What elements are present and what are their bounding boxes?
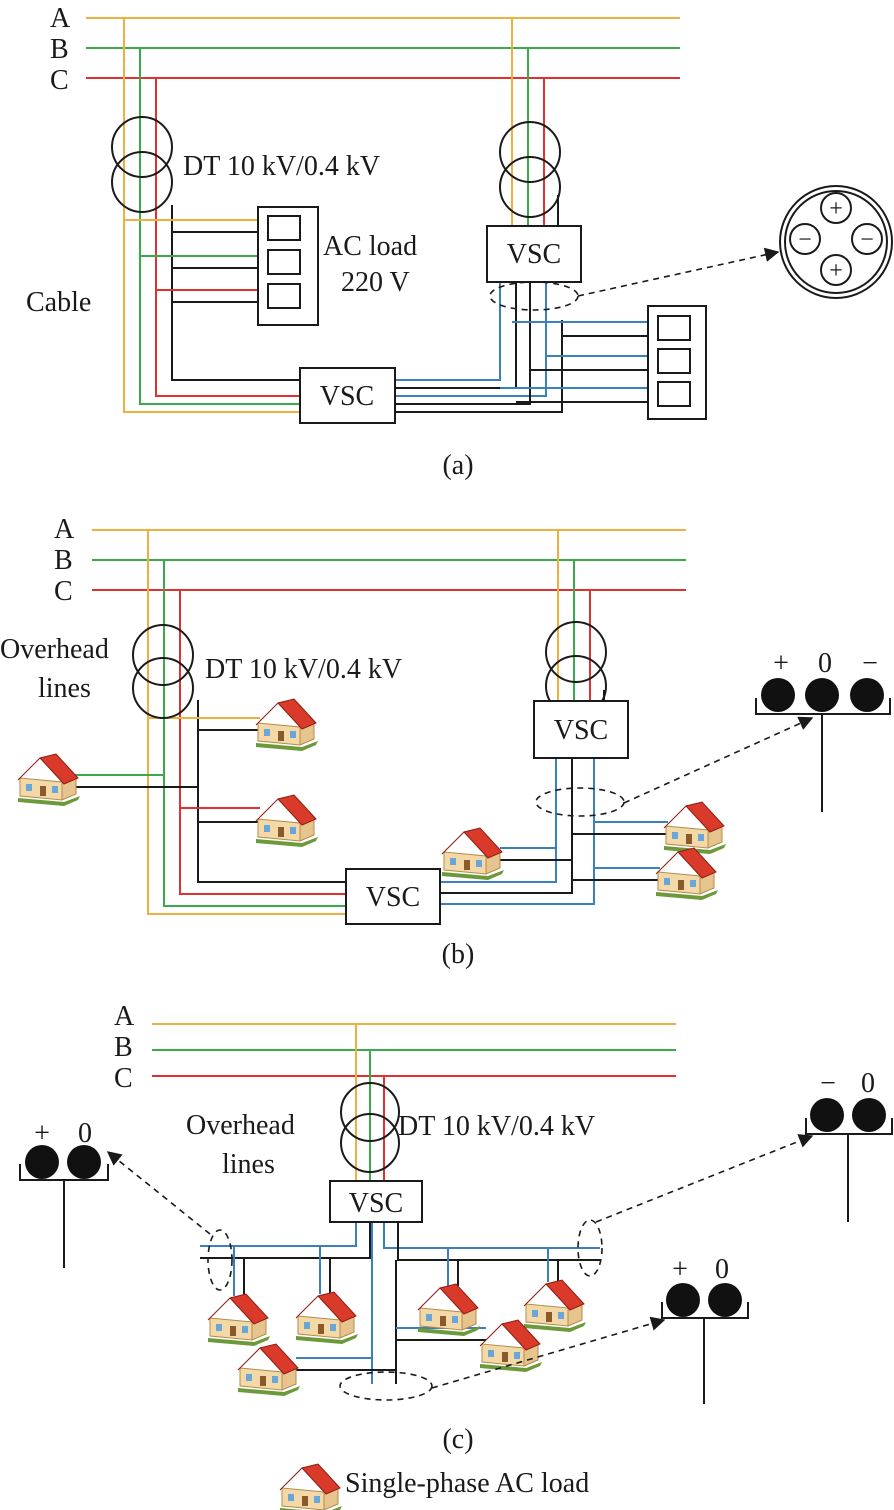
- ac-load-voltage: 220 V: [341, 267, 410, 298]
- house-icon: [279, 1463, 343, 1510]
- overhead-label-2: lines: [38, 673, 91, 704]
- svg-text:0: 0: [715, 1254, 729, 1285]
- dc-bus-two-wire-icon: + 0: [661, 1254, 749, 1404]
- transformer-icon: [340, 1082, 400, 1173]
- house-icon: [255, 794, 319, 848]
- dc-bus-two-wire-icon: − 0: [805, 1068, 893, 1222]
- house-icon: [207, 1293, 271, 1347]
- svg-text:−: −: [862, 648, 878, 679]
- transformer-label: DT 10 kV/0.4 kV: [183, 151, 380, 182]
- caption-b: (b): [442, 939, 475, 970]
- svg-text:+: +: [672, 1254, 688, 1285]
- dc-bus-three-wire-icon: + 0 −: [755, 648, 891, 812]
- transformer-icon: [111, 116, 173, 213]
- vsc-label: VSC: [554, 715, 608, 746]
- ac-load-box: [647, 305, 707, 420]
- vsc-box: VSC: [345, 868, 441, 925]
- transformer-icon: [499, 121, 561, 218]
- house-icon: [255, 698, 319, 752]
- house-icon: [663, 801, 727, 855]
- svg-text:+: +: [34, 1118, 50, 1149]
- vsc-box: VSC: [329, 1180, 423, 1223]
- dc-bus-two-wire-icon: + 0: [19, 1118, 109, 1268]
- panel-b: A B C DT 10 kV/0.4 kV Overhead lines: [0, 514, 891, 970]
- vsc-label: VSC: [507, 239, 561, 270]
- legend: Single-phase AC load: [279, 1463, 589, 1510]
- label-phase-a: A: [114, 1001, 135, 1032]
- vsc-label: VSC: [366, 882, 420, 913]
- svg-text:+: +: [829, 196, 843, 222]
- house-icon: [441, 827, 505, 881]
- transformer-label: DT 10 kV/0.4 kV: [398, 1111, 595, 1142]
- cable-label: Cable: [26, 287, 91, 318]
- svg-text:0: 0: [861, 1068, 875, 1099]
- label-phase-b: B: [54, 545, 73, 576]
- panel-c: A B C DT 10 kV/0.4 kV Overhead lines: [19, 1001, 893, 1455]
- panel-a: A B C DT 10 kV/0.4 kV AC load 220 V: [26, 3, 893, 481]
- house-icon: [295, 1291, 359, 1345]
- label-phase-a: A: [54, 514, 75, 545]
- label-phase-b: B: [114, 1032, 133, 1063]
- overhead-label-2: lines: [222, 1149, 275, 1180]
- transformer-label: DT 10 kV/0.4 kV: [205, 654, 402, 685]
- svg-text:0: 0: [818, 648, 832, 679]
- vsc-box: VSC: [486, 225, 582, 283]
- cable-cross-section-icon: + + − −: [779, 185, 893, 299]
- ac-load-label: AC load: [323, 231, 417, 262]
- label-phase-a: A: [50, 3, 71, 34]
- vsc-box: VSC: [533, 700, 629, 759]
- legend-label: Single-phase AC load: [345, 1468, 589, 1499]
- house-icon: [655, 847, 719, 901]
- house-icon: [523, 1279, 587, 1333]
- house-icon: [237, 1343, 301, 1397]
- vsc-label: VSC: [320, 381, 374, 412]
- label-phase-c: C: [114, 1063, 133, 1094]
- svg-text:−: −: [798, 227, 812, 253]
- overhead-label: Overhead: [0, 634, 109, 665]
- house-icon: [17, 753, 81, 807]
- caption-c: (c): [442, 1424, 473, 1455]
- ac-load-box: [257, 206, 319, 326]
- svg-text:−: −: [820, 1068, 836, 1099]
- svg-text:−: −: [860, 227, 874, 253]
- label-phase-c: C: [50, 65, 69, 96]
- svg-text:0: 0: [78, 1118, 92, 1149]
- caption-a: (a): [442, 450, 473, 481]
- svg-text:+: +: [829, 258, 843, 284]
- transformer-icon: [132, 624, 194, 719]
- label-phase-c: C: [54, 576, 73, 607]
- overhead-label: Overhead: [186, 1110, 295, 1141]
- svg-text:+: +: [773, 648, 789, 679]
- label-phase-b: B: [50, 34, 69, 65]
- vsc-box: VSC: [299, 367, 396, 424]
- vsc-label: VSC: [349, 1188, 403, 1219]
